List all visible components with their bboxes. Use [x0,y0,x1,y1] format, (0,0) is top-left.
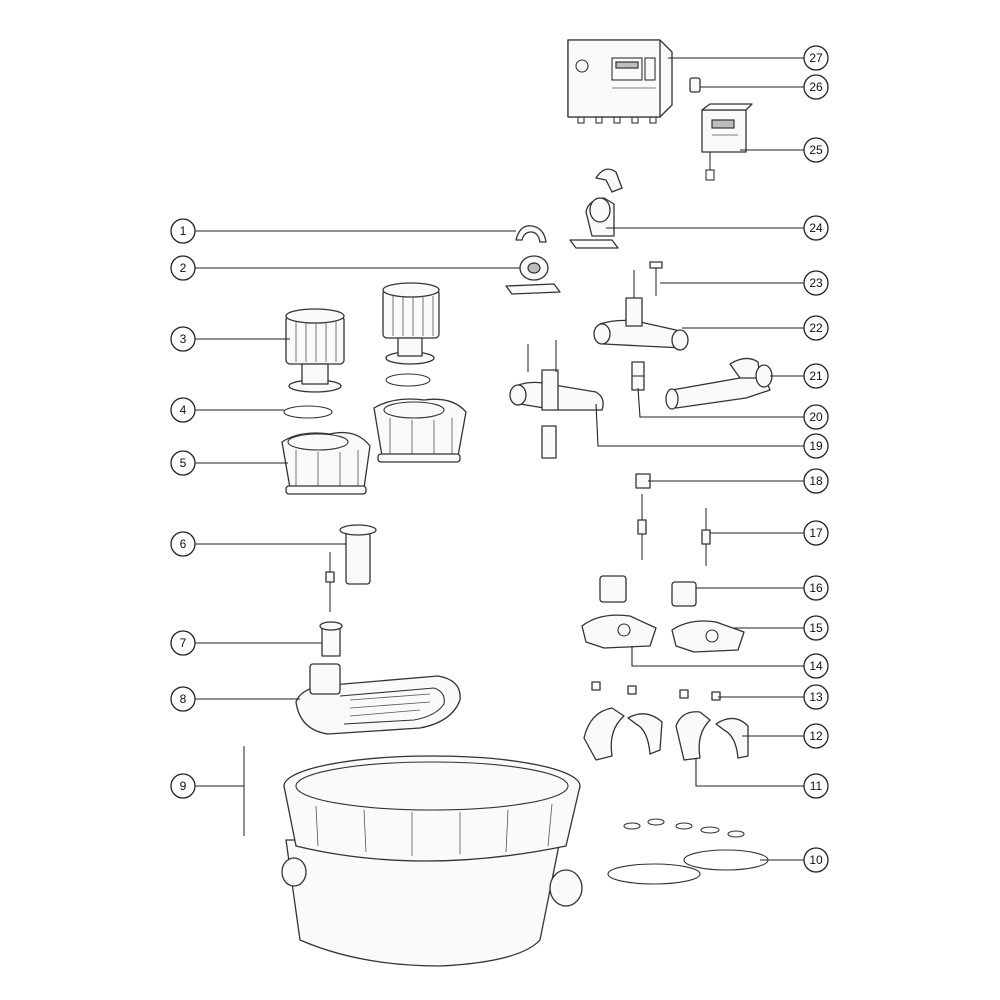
leader-lines [195,57,804,861]
valve-assembly-part [593,270,689,351]
filter-cartridge-left-part [285,308,345,393]
callout-13: 13 [803,684,829,710]
callout-label: 12 [809,729,823,743]
callout-4: 4 [170,397,196,423]
callout-14: 14 [803,653,829,679]
callout-label: 15 [809,621,823,635]
pump-head-left-part [581,614,657,649]
lid-grate-part [295,663,461,735]
filter-housing-right-part [373,398,467,463]
callout-5: 5 [170,450,196,476]
pump-head-right-part [671,620,745,653]
callout-2: 2 [170,255,196,281]
callout-label: 17 [809,526,823,540]
small-cap-part [689,77,701,93]
callout-label: 11 [810,779,823,793]
callout-27: 27 [803,45,829,71]
callout-label: 9 [180,779,187,793]
valve-handle-part [649,261,663,296]
main-tank-part [243,746,583,967]
callout-label: 5 [180,456,187,470]
callout-label: 27 [809,51,823,65]
callout-18: 18 [803,468,829,494]
callout-label: 3 [180,332,187,346]
callout-20: 20 [803,404,829,430]
callout-17: 17 [803,520,829,546]
callout-22: 22 [803,315,829,341]
callout-label: 24 [809,221,823,235]
probe-part [637,494,711,566]
callout-label: 18 [809,474,823,488]
callout-label: 10 [809,853,823,867]
clamp-part [515,225,547,243]
callout-label: 22 [809,321,823,335]
hose-part [665,357,773,410]
pipe-valve-part [509,340,604,459]
callout-label: 20 [809,410,823,424]
callout-label: 4 [180,403,187,417]
callout-label: 14 [809,659,823,673]
small-fitting-part [591,681,721,701]
callout-10: 10 [803,847,829,873]
clamp-half-part [583,707,749,761]
callout-6: 6 [170,531,196,557]
callout-12: 12 [803,723,829,749]
callout-label: 25 [809,143,823,157]
callout-15: 15 [803,615,829,641]
callout-8: 8 [170,686,196,712]
connector-part [635,473,651,489]
digital-controller-part [701,103,753,181]
callout-1: 1 [170,218,196,244]
callout-label: 7 [180,636,187,650]
sensor-tube-part [325,524,377,612]
bracket-part [631,361,645,391]
callout-label: 13 [809,690,823,704]
callout-label: 26 [809,80,823,94]
elbow-fitting-part [569,168,623,249]
callout-3: 3 [170,326,196,352]
callout-7: 7 [170,630,196,656]
callout-label: 8 [180,692,187,706]
callout-11: 11 [803,773,829,799]
o-ring-part [283,373,431,419]
junction-box-part [599,575,697,607]
callout-16: 16 [803,575,829,601]
callout-label: 2 [180,261,187,275]
callout-24: 24 [803,215,829,241]
fitting-part [505,255,561,295]
callout-9: 9 [170,773,196,799]
callout-25: 25 [803,137,829,163]
callout-23: 23 [803,270,829,296]
filter-housing-left-part [281,431,371,495]
callout-label: 21 [809,369,823,383]
callout-label: 19 [809,439,823,453]
pipe-stub-part [319,621,343,657]
callout-21: 21 [803,363,829,389]
filter-cartridge-right-part [382,282,440,365]
callout-26: 26 [803,74,829,100]
gasket-part [607,818,769,885]
callout-label: 23 [809,276,823,290]
callout-19: 19 [803,433,829,459]
callout-label: 16 [809,581,823,595]
callout-label: 1 [180,224,187,238]
callout-label: 6 [180,537,187,551]
control-box-part [567,39,673,124]
